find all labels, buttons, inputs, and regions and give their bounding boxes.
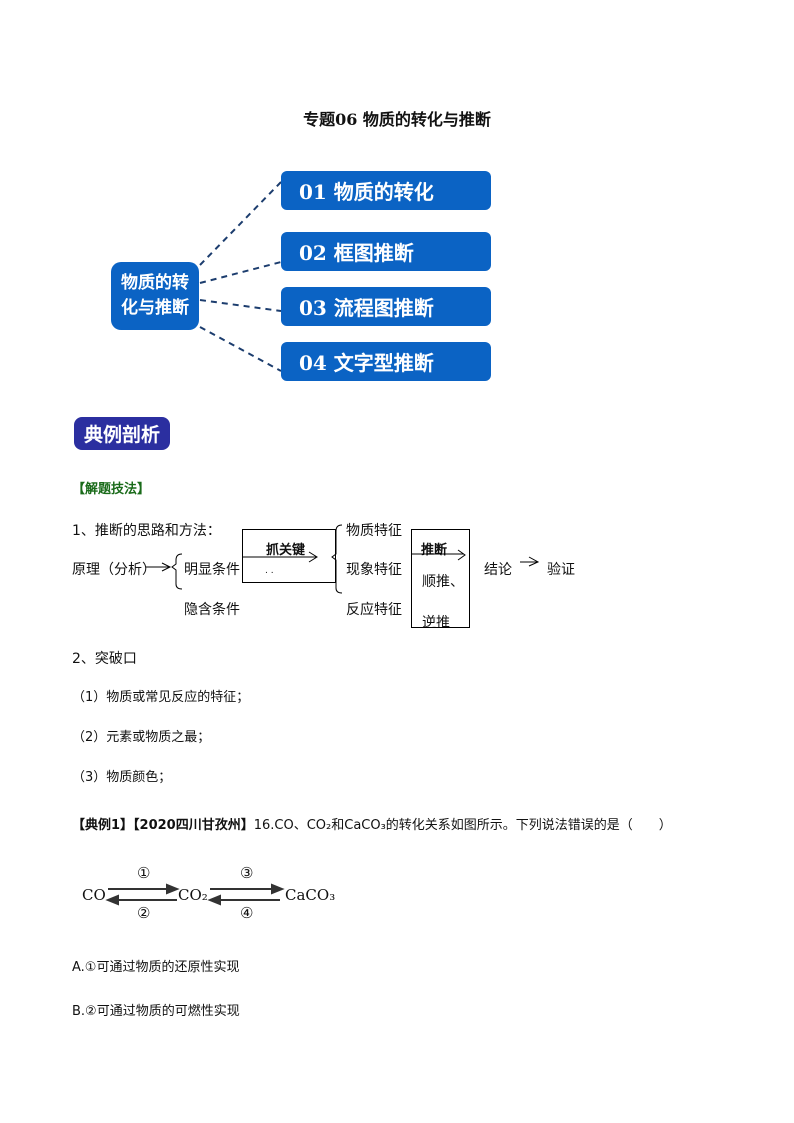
breakthrough-item-1: （1）物质或常见反应的特征；	[72, 690, 250, 705]
key-box	[242, 529, 336, 583]
breakthrough-item-2: （2）元素或物质之最；	[72, 730, 211, 745]
mindmap-center: 物质的转化与推断	[111, 262, 199, 330]
conclusion-text: 结论	[484, 562, 512, 578]
verify-text: 验证	[547, 562, 575, 578]
breakthrough-item-3: （3）物质颜色；	[72, 770, 172, 785]
key-text: 抓关键	[266, 543, 306, 558]
label-2: ②	[137, 904, 151, 922]
key-sub: . .	[265, 566, 274, 576]
infer-sub1: 顺推、	[422, 574, 464, 590]
page-title: 专题06 物质的转化与推断	[303, 110, 491, 129]
hidden-text: 隐含条件	[184, 602, 240, 618]
method-heading: 1、推断的思路和方法：	[72, 523, 221, 539]
label-1: ①	[137, 864, 151, 882]
species-co2: CO₂	[178, 886, 208, 904]
option-a: A.①可通过物质的还原性实现	[72, 960, 240, 975]
mindmap-item-4: 04 文字型推断	[281, 342, 491, 381]
mindmap-connectors	[199, 181, 282, 372]
feature-3: 反应特征	[346, 602, 402, 618]
mindmap-item-1: 01 物质的转化	[281, 171, 491, 210]
species-co: CO	[82, 886, 106, 904]
method-lines	[146, 524, 540, 594]
section-badge: 典例剖析	[74, 417, 170, 450]
label-3: ③	[240, 864, 254, 882]
conversion-diagram: CO CO₂ CaCO₃ ① ② ③ ④	[80, 864, 350, 924]
mindmap-item-2: 02 框图推断	[281, 232, 491, 271]
question-text: 16.CO、CO₂和CaCO₃的转化关系如图所示。下列说法错误的是（ ）	[253, 818, 672, 833]
infer-sub2: 逆推	[422, 615, 450, 628]
example-tag: 【典例1】【2020四川甘孜州】	[72, 818, 254, 833]
reaction-arrows	[105, 883, 285, 906]
mindmap-item-3: 03 流程图推断	[281, 287, 491, 326]
breakthrough-heading: 2、突破口	[72, 651, 137, 667]
feature-2: 现象特征	[346, 562, 402, 578]
species-caco3: CaCO₃	[285, 886, 336, 904]
option-b: B.②可通过物质的可燃性实现	[72, 1004, 240, 1019]
label-4: ④	[240, 904, 254, 922]
tip-label: 【解题技法】	[72, 482, 151, 497]
principle-text: 原理（分析）	[72, 562, 156, 578]
feature-1: 物质特征	[346, 523, 402, 539]
example-question: 【典例1】【2020四川甘孜州】16.CO、CO₂和CaCO₃的转化关系如图所示…	[72, 814, 672, 833]
obvious-text: 明显条件	[184, 562, 240, 578]
